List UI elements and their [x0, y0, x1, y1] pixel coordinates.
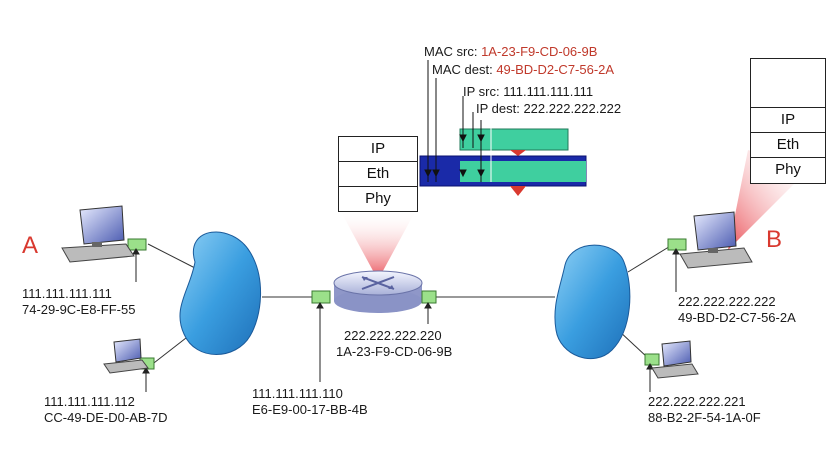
- router-left-mac: E6-E9-00-17-BB-4B: [252, 402, 368, 417]
- router-right-mac: 1A-23-F9-CD-06-9B: [336, 344, 453, 359]
- ip-src-label: IP src: 111.111.111.111: [463, 84, 594, 99]
- mac-dest-value: 49-BD-D2-C7-56-2A: [496, 62, 615, 77]
- host-group-a-label: A: [22, 232, 39, 259]
- host-group-b-label: B: [766, 226, 783, 253]
- datagram-pointer-triangle: [510, 150, 526, 156]
- stack-layer-phy: Phy: [751, 157, 825, 182]
- host-b1-mac: 49-BD-D2-C7-56-2A: [678, 310, 796, 325]
- mac-dest-label: MAC dest: 49-BD-D2-C7-56-2A: [432, 62, 615, 77]
- host-b1-ip: 222.222.222.222: [678, 294, 776, 309]
- hostb-protocol-stack: IP Eth Phy: [750, 58, 826, 184]
- host-a1-ip: 111.111.111.111: [22, 286, 112, 301]
- host-b1-computer-icon: [679, 211, 753, 269]
- stack-layer-eth: Eth: [751, 132, 825, 157]
- router-stack-beam: [340, 210, 416, 280]
- address-pointers: [132, 248, 680, 392]
- ip-dest-label: IP dest: 222.222.222.222: [476, 101, 622, 116]
- host-b2-computer-icon: [651, 340, 699, 379]
- ip-datagram: [459, 128, 569, 151]
- stack-layer-phy: Phy: [339, 186, 417, 211]
- router-right-ip: 222.222.222.220: [344, 328, 442, 343]
- frame-pointer-triangle: [510, 186, 526, 196]
- mac-src-value: 1A-23-F9-CD-06-9B: [481, 44, 598, 59]
- stack-layer-empty: [751, 59, 825, 107]
- host-a2-mac: CC-49-DE-D0-AB-7D: [44, 410, 168, 425]
- stack-layer-ip: IP: [370, 140, 386, 157]
- host-b2-ip: 222.222.222.221: [648, 394, 746, 409]
- header-field-lines: [424, 60, 492, 182]
- subnet-right-cloud: [554, 244, 631, 360]
- stack-layer-eth: Eth: [339, 161, 417, 186]
- host-a2-computer-icon: [103, 338, 149, 374]
- host-a1-mac: 74-29-9C-E8-FF-55: [22, 302, 136, 317]
- host-a1-computer-icon: [61, 205, 135, 263]
- host-b2-mac: 88-B2-2F-54-1A-0F: [648, 410, 761, 425]
- mac-src-label: MAC src: 1A-23-F9-CD-06-9B: [424, 44, 598, 59]
- router-icon: [333, 270, 423, 313]
- router-left-ip: 111.111.111.110: [252, 386, 343, 401]
- stack-layer-ip: IP: [751, 107, 825, 132]
- router-protocol-stack: IP Eth Phy: [338, 136, 418, 212]
- host-a2-ip: 111.111.111.112: [44, 394, 135, 409]
- subnet-left-cloud: [179, 231, 261, 355]
